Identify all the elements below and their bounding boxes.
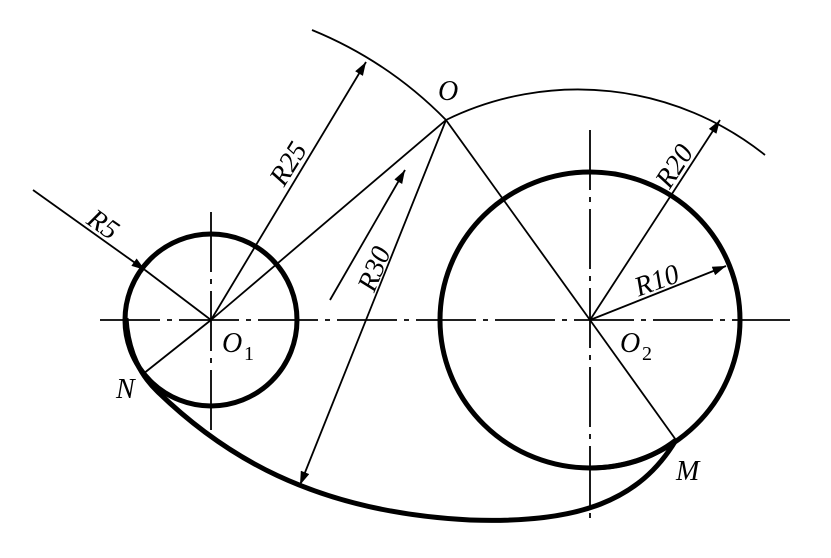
r20-construction-arc (445, 88, 766, 156)
arc-join-m (589, 438, 678, 471)
label-point-n: N (115, 374, 136, 405)
r20-dimension-line (589, 119, 721, 321)
label-point-o: O (438, 76, 458, 107)
r30-dimension-line (299, 119, 447, 486)
r5-dimension-line (32, 189, 146, 271)
label-r25: R25 (263, 137, 314, 193)
r25-dimension-line (210, 61, 367, 321)
line-o2-m (589, 319, 677, 441)
label-r10: R10 (630, 259, 684, 304)
line-o1-o (210, 119, 447, 321)
tangent-arc-n-m (123, 317, 679, 523)
label-point-o1: O (222, 328, 242, 359)
o1-o-direction-arrow (329, 169, 406, 301)
r25-construction-arc (311, 29, 447, 121)
label-point-o2: O (620, 328, 640, 359)
r10-dimension-line (589, 265, 727, 321)
line-o-o2 (445, 119, 591, 321)
label-r5: R5 (80, 203, 124, 247)
r5-dimension-extension (144, 269, 212, 321)
label-point-o2-subscript: 2 (642, 343, 652, 365)
line-o1-n (142, 319, 212, 375)
label-point-o1-subscript: 1 (244, 343, 254, 365)
label-point-m: M (675, 456, 701, 487)
